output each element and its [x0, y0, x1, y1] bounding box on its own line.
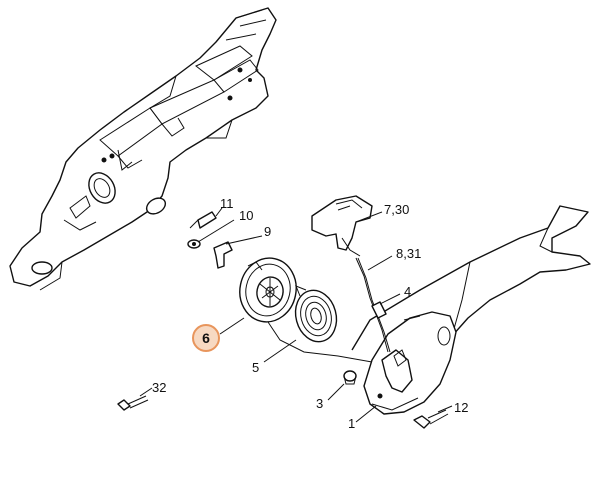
- part-label-10: 10: [239, 208, 253, 223]
- rope-guide-bush: [371, 301, 387, 319]
- pawl: [213, 241, 233, 269]
- screw-32: [117, 395, 149, 411]
- part-label-1: 1: [348, 416, 355, 431]
- part-label-32: 32: [152, 380, 166, 395]
- leader-lines: [139, 207, 453, 423]
- rope-rotor: [239, 257, 297, 323]
- starter-grip: [311, 195, 373, 257]
- highlighted-part-6[interactable]: 6: [192, 324, 220, 352]
- part-label-5: 5: [252, 360, 259, 375]
- part-label-9: 9: [264, 224, 271, 239]
- part-label-7-30: 7,30: [384, 202, 409, 217]
- upper-housing: [9, 7, 277, 291]
- rewind-spring: [294, 285, 338, 343]
- starter-cover: [363, 311, 457, 415]
- rope-path: [267, 321, 373, 363]
- spring-clip: [189, 211, 217, 229]
- part-label-11: 11: [220, 196, 234, 211]
- part-label-3: 3: [316, 396, 323, 411]
- part-label-4: 4: [404, 284, 411, 299]
- part-label-6[interactable]: 6: [202, 330, 210, 346]
- part-label-8-31: 8,31: [396, 246, 421, 261]
- pin-3: [343, 370, 357, 385]
- washer: [187, 239, 201, 249]
- screw-12: [413, 409, 449, 429]
- part-label-12: 12: [454, 400, 468, 415]
